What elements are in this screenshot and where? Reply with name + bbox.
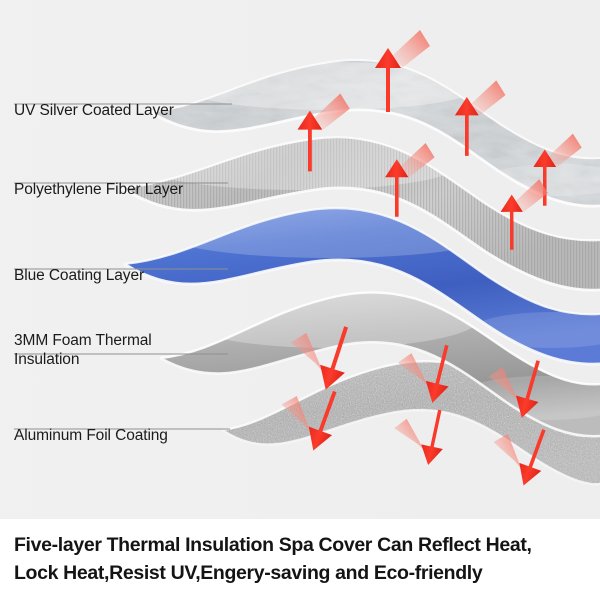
caption-banner: Five-layer Thermal Insulation Spa Cover … bbox=[0, 519, 600, 600]
caption-text: Five-layer Thermal Insulation Spa Cover … bbox=[14, 532, 590, 587]
leader-lines bbox=[14, 103, 232, 430]
layer-diagram-svg bbox=[0, 0, 600, 519]
caption-line-1: Five-layer Thermal Insulation Spa Cover … bbox=[14, 534, 532, 556]
layer-diagram: UV Silver Coated Layer Polyethylene Fibe… bbox=[0, 0, 600, 519]
caption-line-2: Lock Heat,Resist UV,Engery-saving and Ec… bbox=[14, 561, 483, 584]
heat-arrows-down bbox=[281, 326, 546, 486]
heat-arrows-up bbox=[297, 30, 582, 250]
